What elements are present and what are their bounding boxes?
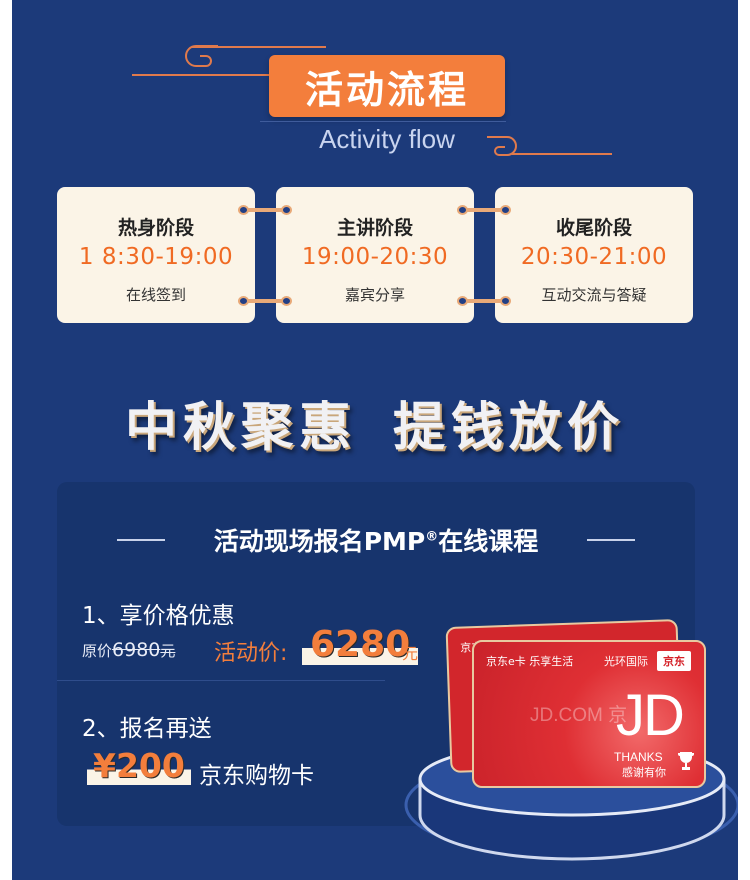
activity-price-unit: 元 — [402, 644, 419, 663]
benefit-2-heading: 2、报名再送 — [82, 716, 212, 742]
stage-name: 热身阶段 — [117, 217, 194, 239]
activity-price-value: 6280 — [302, 624, 419, 665]
jd-logo: JD — [616, 683, 685, 748]
section-subtitle: Activity flow — [319, 124, 455, 154]
section-title: 活动流程 — [269, 55, 505, 117]
card-connector — [238, 205, 292, 215]
stage-card-closing: 收尾阶段 20:30-21:00 互动交流与答疑 — [495, 187, 693, 323]
trophy-icon — [678, 752, 694, 770]
stage-time: 20:30-21:00 — [520, 244, 668, 270]
header-deco-line — [192, 46, 326, 48]
swirl-deco-icon — [185, 45, 218, 67]
stage-card-warmup: 热身阶段 1 8:30-19:00 在线签到 — [57, 187, 255, 323]
card-connector — [238, 296, 292, 306]
jd-brand-tag: 京东 — [657, 651, 691, 671]
stage-card-main: 主讲阶段 19:00-20:30 嘉宾分享 — [276, 187, 474, 323]
original-price-value: 6980元 — [112, 639, 176, 661]
item-separator — [57, 680, 385, 681]
stage-time: 1 8:30-19:00 — [78, 244, 234, 270]
original-price-label: 原价 — [82, 642, 113, 660]
promo-page: 活动流程 Activity flow 热身阶段 1 8:30-19:00 在线签… — [12, 0, 738, 880]
swirl-deco-icon — [487, 136, 517, 156]
gift-name: 京东购物卡 — [199, 763, 314, 789]
card-connector — [457, 296, 511, 306]
slogan-right: 提钱放价 — [393, 398, 626, 458]
gift-amount: ¥200 — [87, 746, 191, 785]
jd-gift-card: 京东e卡 乐享生活 光环国际 京东 JD.COM 京 JD THANKS 感谢有… — [472, 640, 706, 788]
stage-name: 主讲阶段 — [336, 217, 413, 239]
promo-title-main: 活动现场报名PMP — [213, 527, 426, 556]
header-deco-line — [132, 74, 272, 76]
stage-name: 收尾阶段 — [555, 217, 632, 239]
promo-title-tail: 在线课程 — [438, 527, 539, 556]
registered-mark: ® — [425, 529, 439, 545]
benefit-1-heading: 1、享价格优惠 — [82, 603, 235, 629]
promo-title: 活动现场报名PMP®在线课程 — [57, 522, 695, 558]
activity-price-label: 活动价: — [214, 641, 288, 666]
slogan: 中秋聚惠提钱放价 — [12, 385, 738, 460]
title-divider — [587, 539, 635, 541]
header-deco-line — [512, 153, 612, 155]
card-slogan: 京东e卡 乐享生活 — [486, 655, 574, 668]
stage-desc: 在线签到 — [125, 286, 186, 304]
original-price: 原价6980元 — [82, 639, 175, 661]
partner-logo: 光环国际 — [604, 655, 648, 668]
card-watermark: JD.COM 京 — [530, 705, 628, 726]
stage-desc: 嘉宾分享 — [344, 286, 405, 304]
header-deco-line — [260, 121, 506, 122]
thanks-text: THANKS — [614, 750, 663, 764]
card-connector — [457, 205, 511, 215]
stage-time: 19:00-20:30 — [301, 244, 449, 270]
thanks-cn-text: 感谢有你 — [622, 766, 666, 779]
slogan-left: 中秋聚惠 — [124, 398, 357, 458]
title-divider — [117, 539, 165, 541]
stage-desc: 互动交流与答疑 — [541, 286, 647, 304]
